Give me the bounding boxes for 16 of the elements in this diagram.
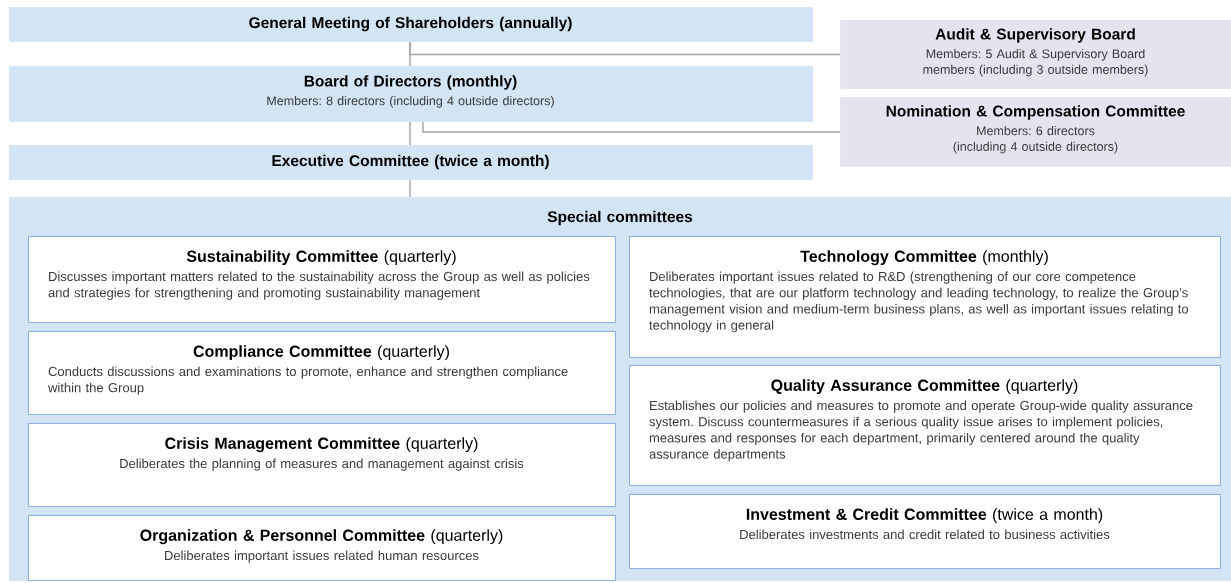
governance-box: Executive Committee (twice a month)	[9, 145, 813, 180]
committee-box: Organization & Personnel Committee (quarterly) Deliberates important issues related human resources	[28, 515, 616, 581]
board-box: Nomination & Compensation Committee Members: 6 directors (including 4 outside directors)	[840, 97, 1231, 167]
committee-box: Quality Assurance Committee (quarterly) Establishes our policies and measures to promote and operate Group-wide quality assurance system. Discuss countermeasures if a serious quality issue arises to implement policies, measures and responses for each department, primarily centered around the quality assurance departments	[629, 365, 1221, 486]
committee-box: Compliance Committee (quarterly) Conducts discussions and examinations to promote, enhance and strengthen compliance within the Group	[28, 331, 616, 415]
governance-box: General Meeting of Shareholders (annually)	[9, 7, 813, 42]
connector-line	[422, 121, 841, 133]
connector-line	[409, 41, 841, 56]
committee-box: Investment & Credit Committee (twice a month) Deliberates investments and credit related to business activities	[629, 494, 1221, 569]
committee-box: Crisis Management Committee (quarterly) Deliberates the planning of measures and management against crisis	[28, 423, 616, 507]
board-box: Audit & Supervisory Board Members: 5 Audit & Supervisory Board members (including 3 outside members)	[840, 20, 1231, 89]
connector-line	[409, 121, 411, 146]
committee-box: Technology Committee (monthly) Deliberates important issues related to R&D (strengthening of our core competence technologies, that are our platform technology and leading technology, to realize the Group’s management vision and medium-term business plans, as well as important issues relating to technology in general	[629, 236, 1221, 358]
committee-box: Sustainability Committee (quarterly) Discusses important matters related to the sustainability across the Group as well as policies and strategies for strengthening and promoting sustainability management	[28, 236, 616, 323]
governance-box: Board of Directors (monthly) Members: 8 directors (including 4 outside directors)	[9, 66, 813, 122]
connector-line	[409, 179, 411, 198]
